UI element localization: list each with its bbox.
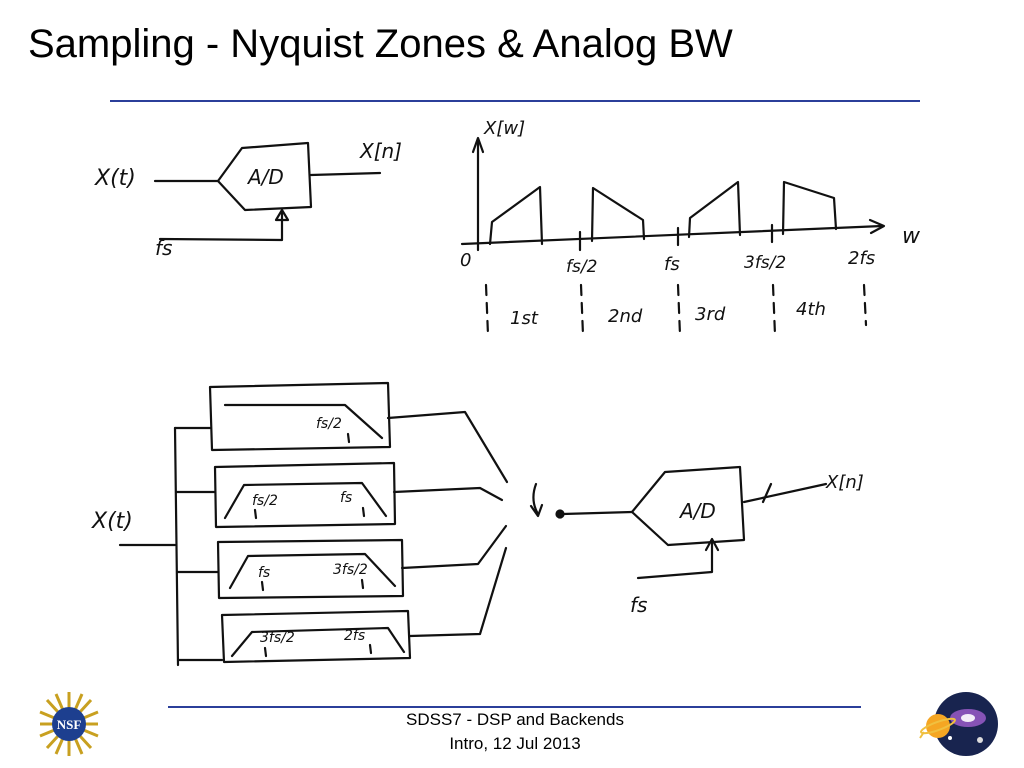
bottom-adc-label: A/D [678,499,716,523]
switch-arm [532,482,540,516]
filter-2-label-2: fs [340,490,352,506]
top-output-label: X[n] [359,139,402,163]
footer-line-2: Intro, 12 Jul 2013 [449,734,581,753]
nsf-logo-text: NSF [57,717,82,732]
spectrum-lobe-1 [488,185,544,246]
title-underline [110,100,920,102]
footer-text: SDSS7 - DSP and Backends Intro, 12 Jul 2… [360,708,670,756]
top-adc-diagram: X(t) A/D X[n] fs [94,139,402,260]
slide-title: Sampling - Nyquist Zones & Analog BW [28,22,733,66]
bottom-input-label: X(t) [91,509,133,534]
space-logo-icon [919,692,998,756]
nsf-logo: NSF [39,692,99,756]
spectrum-lobe-3 [687,180,742,239]
filter-box-4: 3fs/2 2fs [220,609,412,664]
filter-1-label-1: fs/2 [316,416,342,432]
filter-3-label-1: fs [258,565,270,581]
zone-label-3rd: 3rd [695,304,726,325]
filter-4-label-1: 3fs/2 [260,630,295,646]
tick-label-2fs: 2fs [848,248,875,269]
tick-label-3fs-half: 3fs/2 [744,253,786,273]
top-adc-label: A/D [246,165,284,189]
filter-2-label-1: fs/2 [252,493,278,509]
footer-line-1: SDSS7 - DSP and Backends [406,710,624,729]
top-input-label: X(t) [94,166,136,191]
bottom-clock-label: fs [630,593,647,617]
top-clock-label: fs [155,236,172,260]
spectrum-ylabel: X[w] [483,118,525,139]
zone-label-4th: 4th [796,299,826,320]
zone-label-2nd: 2nd [608,306,643,327]
spectrum-lobe-4 [781,180,838,236]
tick-label-fs: fs [664,254,680,275]
bottom-output-label: X[n] [825,472,864,493]
footer-rule [168,706,861,708]
filter-box-3: fs 3fs/2 [216,538,405,600]
spectrum-diagram: X[w] w 0 fs/2 fs 3fs/2 2fs 1st 2nd 3rd 4… [460,118,921,337]
spectrum-xlabel: w [902,224,921,249]
filter-bank-diagram: fs/2 fs/2 fs fs 3fs/2 3fs/2 2fs [91,381,864,667]
filter-4-label-2: 2fs [344,628,365,644]
zone-label-1st: 1st [510,308,539,329]
filter-box-2: fs/2 fs [213,461,397,529]
tick-label-0: 0 [460,250,471,271]
filter-box-1: fs/2 [208,381,392,452]
tick-label-fs-half: fs/2 [566,257,597,277]
filter-3-label-2: 3fs/2 [333,562,368,578]
spectrum-lobe-2 [590,186,646,243]
